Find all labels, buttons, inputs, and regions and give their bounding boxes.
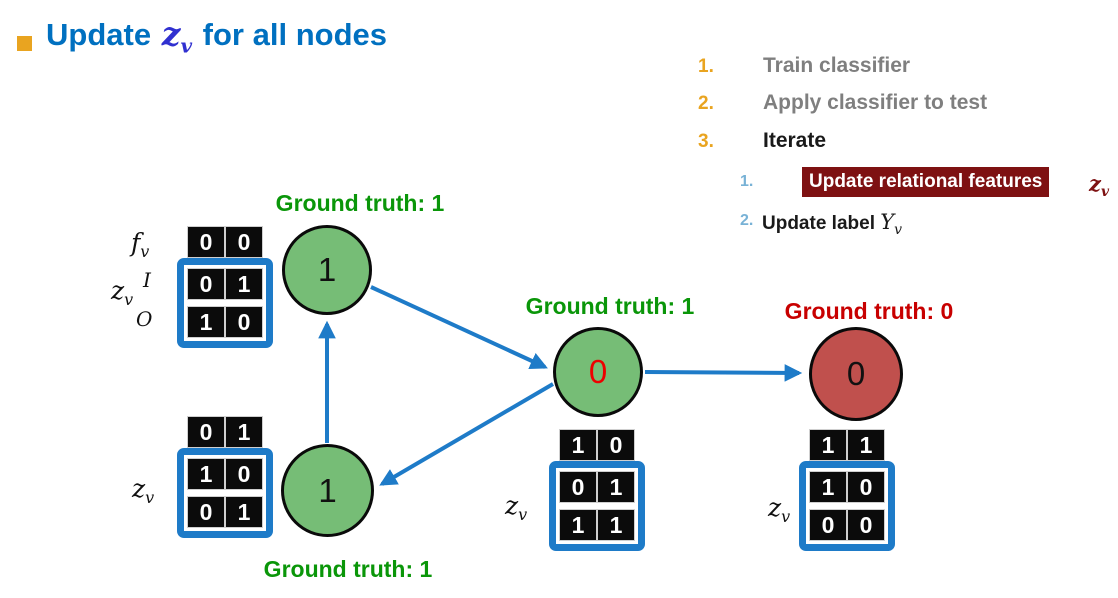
matrix-row: 1 0 — [188, 307, 262, 337]
edge-topleft-to-middle — [370, 285, 548, 369]
title-prefix: Update — [46, 17, 160, 52]
ground-truth-label-right: Ground truth: 0 — [784, 298, 954, 324]
matrix-cell: 0 — [188, 417, 224, 447]
matrix-cell: 0 — [226, 227, 262, 257]
matrix-cell: 1 — [188, 459, 224, 489]
matrix-cell: 0 — [810, 510, 846, 540]
zv-border-box: 0 1 1 1 — [549, 461, 645, 551]
step-1-label: Train classifier — [763, 54, 911, 77]
edge-middle-to-bottomleft — [379, 382, 555, 486]
matrix-cell: 1 — [226, 417, 262, 447]
edge-middle-to-right — [644, 364, 803, 382]
matrix-cell: 1 — [226, 497, 262, 527]
matrix-cell: 0 — [226, 459, 262, 489]
graph-node-middle: 0 — [553, 327, 643, 417]
step-3-number: 3. — [698, 131, 714, 152]
matrix-row: 1 1 — [810, 430, 884, 460]
matrix-cell: 1 — [226, 269, 262, 299]
slide-title: Update zv for all nodes — [46, 14, 387, 58]
matrix-row: 1 0 — [810, 472, 884, 502]
step-2-number: 2. — [698, 93, 714, 114]
zv-border-box: 0 1 1 0 — [177, 258, 273, 348]
outgoing-row-label: O — [136, 307, 153, 331]
step-2-label: Apply classifier to test — [763, 91, 988, 114]
matrix-cell: 1 — [598, 472, 634, 502]
matrix-cell: 1 — [848, 430, 884, 460]
matrix-row: 0 0 — [810, 510, 884, 540]
node-value: 1 — [318, 471, 337, 509]
matrix-cell: 0 — [188, 497, 224, 527]
matrix-row: 0 1 — [188, 497, 262, 527]
graph-node-right: 0 — [809, 327, 903, 421]
matrix-row: 1 1 — [560, 510, 634, 540]
title-bullet-icon — [17, 36, 32, 51]
matrix-cell: 0 — [848, 510, 884, 540]
title-suffix: for all nodes — [194, 17, 387, 52]
matrix-cell: 0 — [226, 307, 262, 337]
substep-1-math-zv: zv — [1089, 171, 1110, 201]
matrix-row: 1 0 — [188, 459, 262, 489]
zv-label: zv — [111, 276, 134, 309]
step-1-number: 1. — [698, 56, 714, 77]
substep-1-number: 1. — [740, 173, 754, 190]
step-3-label: Iterate — [763, 129, 827, 152]
graph-node-bottom-left: 1 — [281, 444, 374, 537]
zv-border-box: 1 0 0 0 — [799, 461, 895, 551]
matrix-cell: 1 — [810, 430, 846, 460]
fv-label: fv — [131, 228, 150, 261]
zv-label: zv — [505, 491, 528, 524]
matrix-cell: 1 — [560, 430, 596, 460]
matrix-row: 1 0 — [560, 430, 634, 460]
matrix-cell: 0 — [188, 269, 224, 299]
matrix-cell: 1 — [598, 510, 634, 540]
matrix-cell: 1 — [188, 307, 224, 337]
zv-label: zv — [768, 493, 791, 526]
matrix-row: 0 1 — [188, 417, 262, 447]
matrix-cell: 1 — [560, 510, 596, 540]
substep-2-label: Update label Yv — [762, 210, 903, 239]
substep-1-highlight: Update relational features — [802, 167, 1050, 197]
node-value: 0 — [846, 355, 866, 392]
substep-2-number: 2. — [740, 212, 754, 229]
ground-truth-label-middle: Ground truth: 1 — [525, 293, 695, 319]
matrix-cell: 0 — [560, 472, 596, 502]
zv-border-box: 1 0 0 1 — [177, 448, 273, 538]
ground-truth-label-top-left: Ground truth: 1 — [275, 190, 445, 216]
matrix-cell: 1 — [810, 472, 846, 502]
graph-node-top-left: 1 — [282, 225, 372, 315]
incoming-row-label: I — [143, 268, 151, 292]
title-math-zv: zv — [161, 14, 193, 58]
matrix-row: 0 0 — [188, 227, 262, 257]
ground-truth-label-bottom-left: Ground truth: 1 — [263, 556, 433, 582]
matrix-cell: 0 — [598, 430, 634, 460]
node-value: 1 — [317, 251, 337, 288]
substep-2-math-Yv: Yv — [880, 210, 903, 239]
matrix-cell: 0 — [848, 472, 884, 502]
matrix-row: 0 1 — [188, 269, 262, 299]
zv-label: zv — [132, 474, 155, 507]
node-value: 0 — [588, 353, 608, 390]
matrix-row: 0 1 — [560, 472, 634, 502]
matrix-cell: 0 — [188, 227, 224, 257]
